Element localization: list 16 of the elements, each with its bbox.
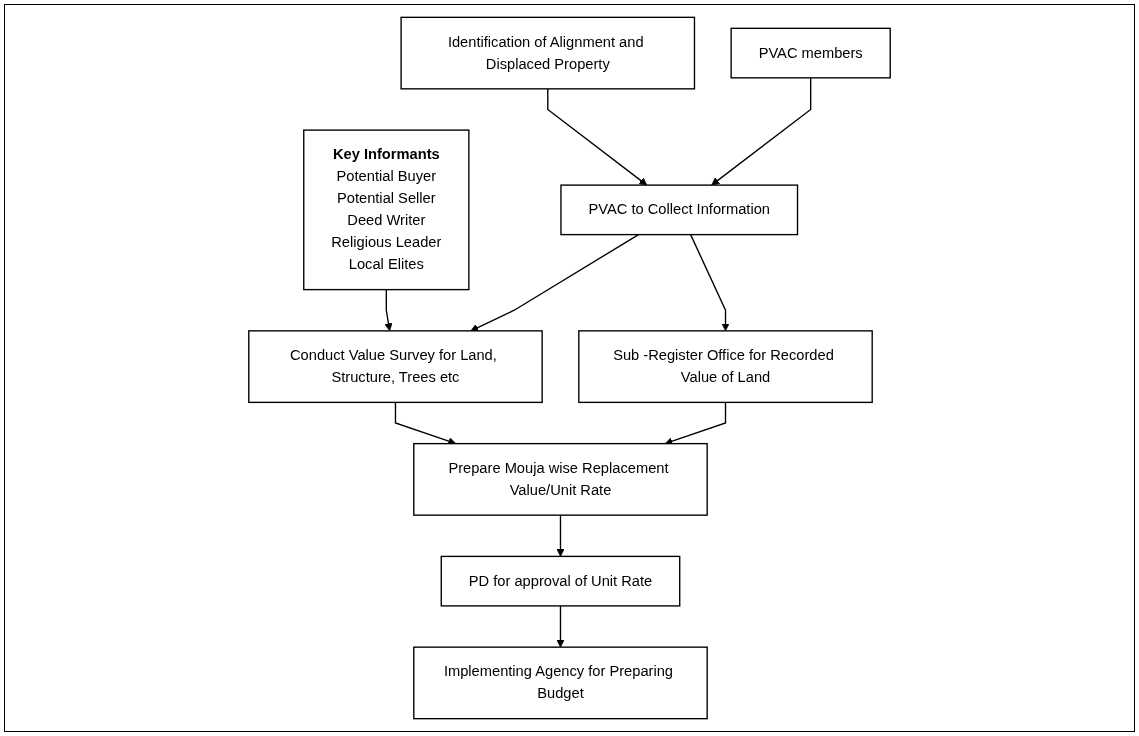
node-box: Prepare Mouja wise Replacement Value/Unit Rate (413, 442, 708, 516)
node-box: Key Informants Potential Buyer Potential Seller Deed Writer Religious Leader Local Elites (303, 129, 470, 291)
arrow (556, 605, 565, 648)
node-box: Identification of Alignment and Displaced Property (400, 16, 696, 90)
node-box: PD for approval of Unit Rate (440, 555, 681, 607)
node-box: Sub -Register Office for Recorded Value of Land (578, 330, 873, 404)
node-box: PVAC to Collect Information (560, 184, 799, 236)
arrow (470, 233, 640, 332)
node-box: Conduct Value Survey for Land, Structure, Trees etc (248, 330, 543, 404)
arrow (556, 514, 565, 557)
arrow (689, 233, 730, 332)
node-box: Implementing Agency for Preparing Budget (413, 646, 708, 720)
arrow (711, 77, 812, 186)
node-box: PVAC members (730, 27, 891, 79)
arrow (547, 88, 648, 186)
arrow (384, 288, 393, 332)
